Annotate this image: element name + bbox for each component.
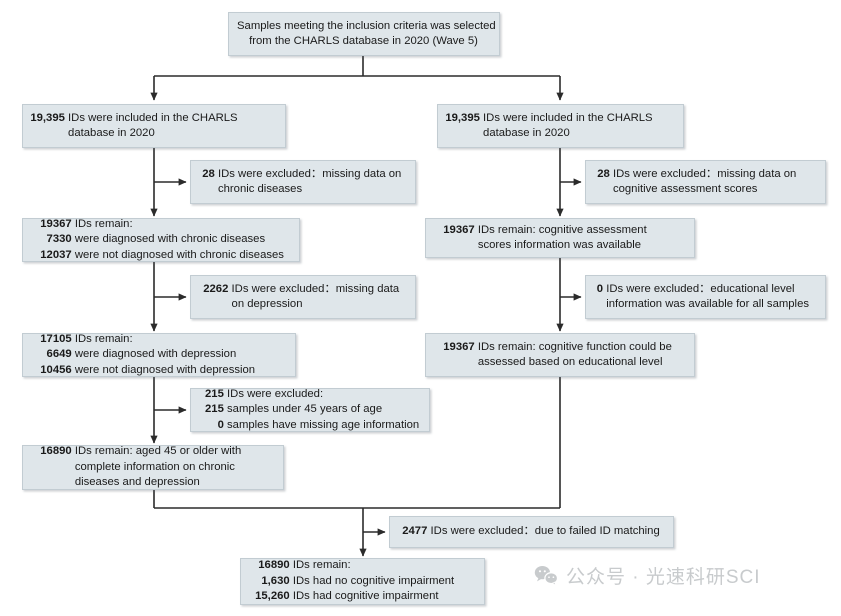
node-right-excluded-2-count: 0 <box>596 282 604 295</box>
node-right-remain-2-count: 19367 <box>443 340 475 353</box>
node-right-included-count: 19,395 <box>445 111 480 124</box>
node-source: Samples meeting the inclusion criteria w… <box>228 12 500 56</box>
node-left-remain-3-line-3: diseases and depression <box>74 476 200 489</box>
watermark: 公众号 · 光速科研SCI <box>534 562 761 589</box>
node-right-included-line-2: database in 2020 <box>483 127 570 139</box>
node-right-excluded-1-line-2: cognitive assessment scores <box>612 183 758 195</box>
node-left-excluded-2-count: 2262 <box>203 282 229 295</box>
wechat-icon <box>534 566 559 586</box>
node-left-excluded-1-count: 28 <box>202 167 215 180</box>
node-left-excluded-2-line-2: on depression <box>231 298 303 310</box>
node-right-excluded-1-count: 28 <box>597 167 610 180</box>
node-source-line-1: Samples meeting the inclusion criteria w… <box>237 19 496 32</box>
node-left-included-line-2: database in 2020 <box>68 127 155 139</box>
watermark-text: 公众号 · 光速科研SCI <box>566 567 761 588</box>
node-merge-excluded-count: 2477 <box>402 525 428 538</box>
node-right-excluded-2-line-2: information was available for all sample… <box>606 298 809 310</box>
node-source-line-2: from the CHARLS database in 2020 (Wave 5… <box>249 35 478 47</box>
node-right-remain-2-line-2: assessed based on educational level <box>477 356 663 368</box>
node-left-excluded-1-line-2: chronic diseases <box>217 183 303 195</box>
node-right-remain-1-line-2: scores information was available <box>477 239 642 251</box>
node-left-remain-3-line-2: complete information on chronic <box>74 460 235 473</box>
node-right-remain-1-count: 19367 <box>443 223 475 236</box>
node-left-remain-3-count: 16890 <box>40 445 72 458</box>
node-left-included-count: 19,395 <box>30 111 65 124</box>
